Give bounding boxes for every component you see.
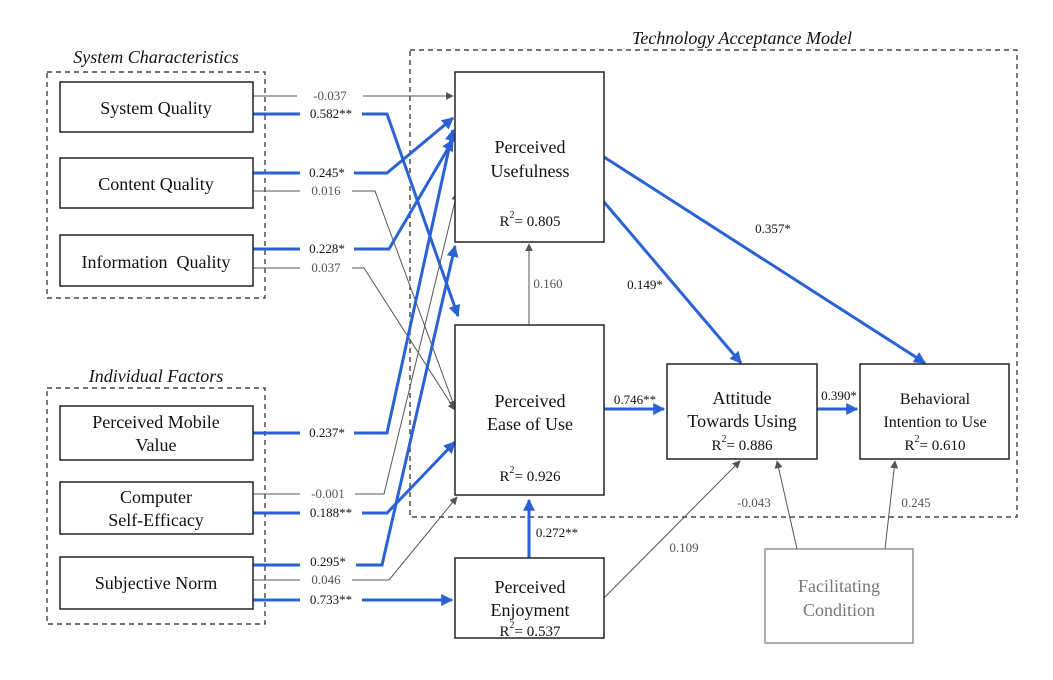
- path-pe-atu: [603, 460, 741, 599]
- perceived-usefulness-r2: R2= 0.805: [500, 210, 561, 230]
- coef-sq-peou: 0.582**: [310, 106, 352, 121]
- path-pu-bi: [603, 155, 927, 365]
- coef-cse-pu: -0.001: [311, 486, 345, 501]
- coef-pu-atu: 0.149*: [627, 277, 663, 292]
- facilitating-condition-node: Facilitating Condition: [764, 548, 914, 644]
- perceived-enjoyment-node: Perceived Enjoyment R2= 0.537: [454, 557, 605, 640]
- coef-iq-pu: 0.228*: [309, 241, 345, 256]
- behavioral-intention-label-line2: Intention to Use: [883, 414, 986, 431]
- path-fc-atu: [774, 460, 798, 550]
- attitude-towards-using-label-line1: Attitude: [713, 388, 772, 408]
- coef-pmv-pu: 0.237*: [309, 425, 345, 440]
- path-cq-pu-seg2: [354, 116, 454, 175]
- perceived-enjoyment-r2: R2= 0.537: [500, 620, 561, 640]
- path-sn-pu-seg2: [356, 244, 459, 567]
- perceived-usefulness-node: Perceived Usefulness R2= 0.805: [454, 71, 605, 243]
- coefficient-layer: -0.037 0.582** 0.245* 0.016 0.228* 0.037 0.237…: [309, 88, 931, 607]
- individual-factors-title: Individual Factors: [88, 366, 223, 386]
- computer-self-efficacy-label-line1: Computer: [120, 487, 192, 507]
- coef-fc-atu: -0.043: [737, 495, 771, 510]
- path-fc-bi: [884, 460, 899, 550]
- attitude-towards-using-label-line2: Towards Using: [687, 411, 796, 431]
- path-iq-peou-seg2: [352, 267, 456, 411]
- behavioral-intention-node: Behavioral Intention to Use R2= 0.610: [859, 363, 1010, 460]
- coef-peou-pu: 0.160: [533, 276, 562, 291]
- coef-sn-peou: 0.046: [311, 572, 341, 587]
- tam-group: [409, 49, 1018, 518]
- perceived-mobile-value-label-line2: Value: [136, 435, 177, 455]
- coef-fc-bi: 0.245: [901, 495, 930, 510]
- system-quality-label: System Quality: [100, 98, 212, 118]
- perceived-enjoyment-label-line1: Perceived: [495, 577, 566, 597]
- path-iq-pu-seg2: [354, 138, 455, 251]
- coef-iq-peou: 0.037: [311, 260, 341, 275]
- facilitating-condition-label-line1: Facilitating: [798, 576, 880, 596]
- attitude-towards-using-r2: R2= 0.886: [712, 434, 773, 454]
- information-quality-label: Information Quality: [82, 252, 231, 272]
- computer-self-efficacy-label-line2: Self-Efficacy: [108, 510, 204, 530]
- coef-pe-atu: 0.109: [669, 540, 698, 555]
- perceived-mobile-value-node: Perceived Mobile Value: [59, 405, 254, 461]
- content-quality-label: Content Quality: [98, 174, 214, 194]
- individual-factors-group: [46, 387, 266, 625]
- facilitating-condition-label-line2: Condition: [803, 600, 875, 620]
- subjective-norm-label: Subjective Norm: [95, 573, 217, 593]
- perceived-usefulness-label-line2: Usefulness: [491, 161, 570, 181]
- path-sn-peou-seg2: [352, 496, 458, 581]
- perceived-ease-of-use-node: Perceived Ease of Use R2= 0.926: [454, 324, 605, 496]
- path-cse-peou-seg2: [362, 440, 457, 515]
- coef-pu-bi: 0.357*: [755, 221, 791, 236]
- computer-self-efficacy-node: Computer Self-Efficacy: [59, 481, 254, 535]
- perceived-ease-of-use-r2: R2= 0.926: [500, 465, 561, 485]
- subjective-norm-node: Subjective Norm: [59, 556, 254, 610]
- tam-title: Technology Acceptance Model: [632, 28, 852, 48]
- system-characteristics-group: [46, 71, 266, 299]
- coef-sn-pe: 0.733**: [310, 592, 352, 607]
- perceived-enjoyment-label-line2: Enjoyment: [491, 600, 570, 620]
- coef-cq-pu: 0.245*: [309, 165, 345, 180]
- behavioral-intention-r2: R2= 0.610: [905, 434, 966, 454]
- path-pmv-pu-seg2: [354, 128, 457, 435]
- information-quality-node: Information Quality: [59, 234, 254, 287]
- path-layer: [253, 92, 927, 606]
- path-cse-pu-seg2: [355, 192, 460, 495]
- attitude-towards-using-node: Attitude Towards Using R2= 0.886: [666, 363, 818, 460]
- coef-sq-pu: -0.037: [313, 88, 347, 103]
- path-cq-peou-seg2: [352, 190, 457, 409]
- perceived-mobile-value-label-line1: Perceived Mobile: [92, 412, 219, 432]
- coef-cse-peou: 0.188**: [310, 505, 352, 520]
- coef-cq-peou: 0.016: [311, 183, 341, 198]
- coef-sn-pu: 0.295*: [310, 554, 346, 569]
- system-characteristics-title: System Characteristics: [73, 47, 238, 67]
- behavioral-intention-label-line1: Behavioral: [900, 391, 971, 408]
- path-pu-atu: [602, 201, 743, 364]
- content-quality-node: Content Quality: [59, 157, 254, 209]
- coef-peou-atu: 0.746**: [614, 392, 656, 407]
- path-sq-peou-seg2: [362, 112, 461, 318]
- perceived-ease-of-use-label-line2: Ease of Use: [487, 414, 573, 434]
- perceived-ease-of-use-label-line1: Perceived: [495, 391, 566, 411]
- perceived-usefulness-label-line1: Perceived: [495, 137, 566, 157]
- coef-pe-peou: 0.272**: [536, 525, 578, 540]
- system-quality-node: System Quality: [59, 81, 254, 133]
- coef-atu-bi: 0.390*: [821, 388, 857, 403]
